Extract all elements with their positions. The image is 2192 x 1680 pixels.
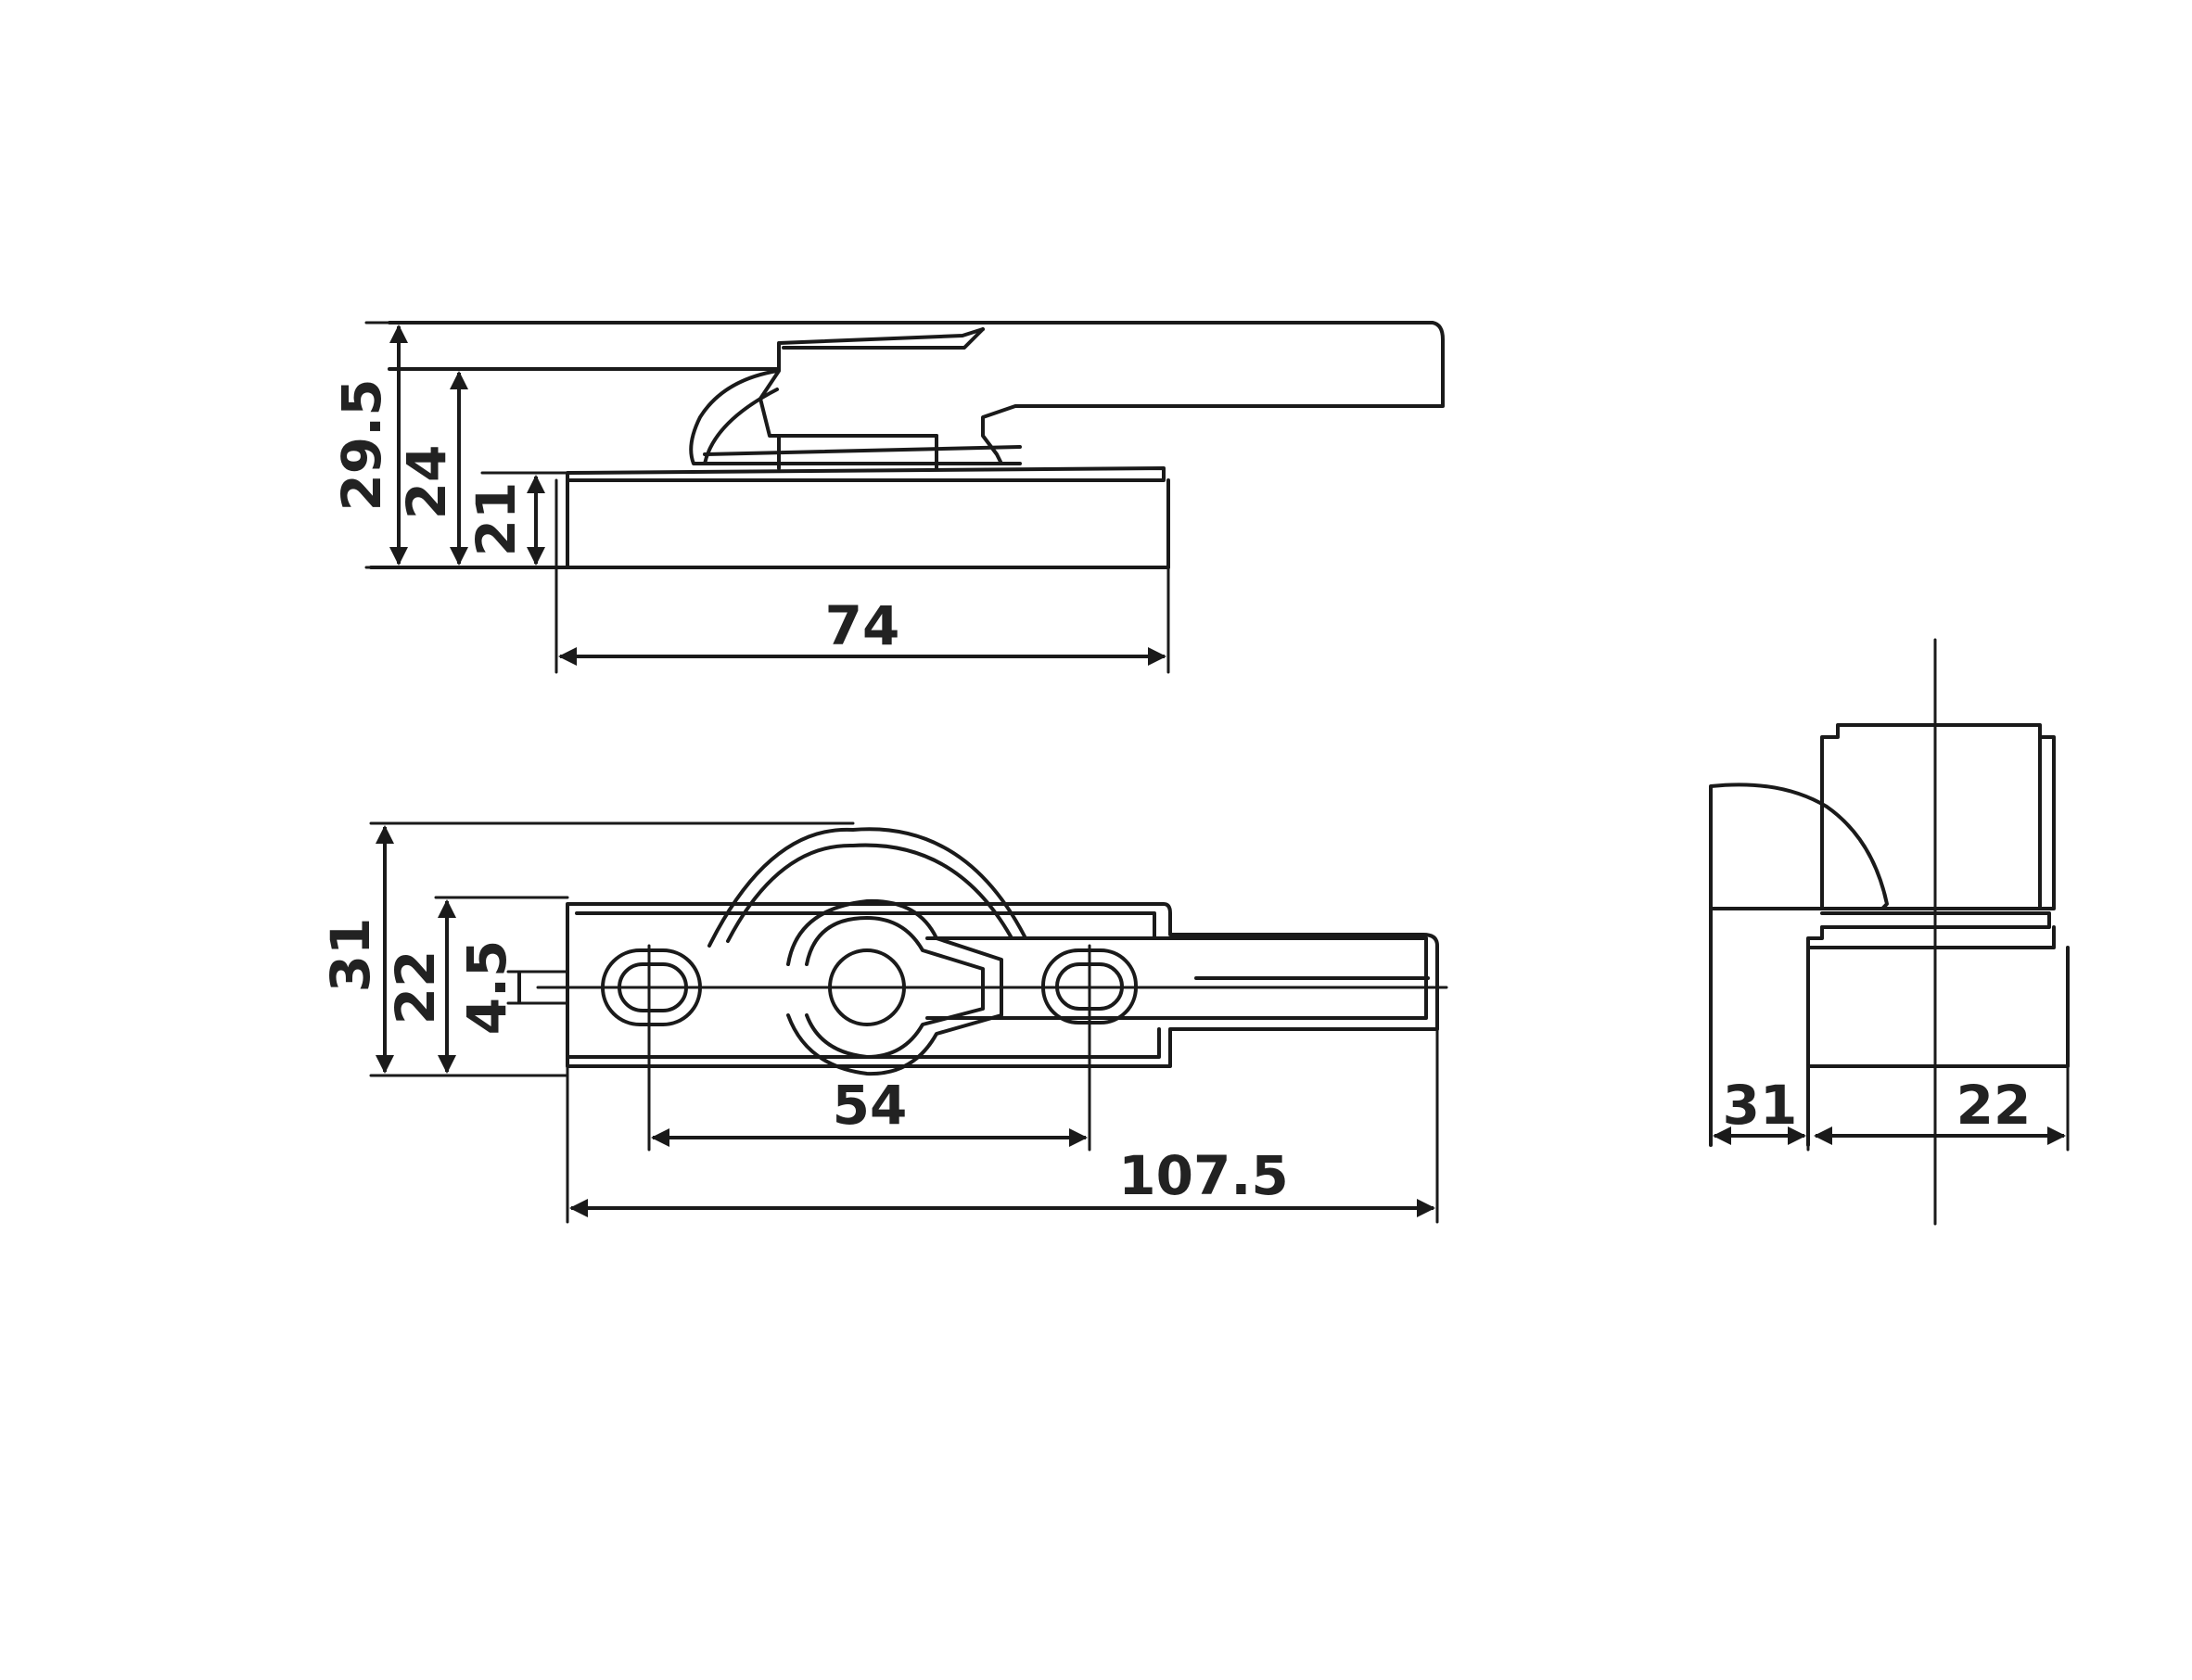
dim-end-left-width: 31 (1723, 1074, 1798, 1137)
top-view (536, 827, 1448, 1076)
dim-base-length: 74 (825, 594, 900, 657)
dim-end-right-width: 22 (1956, 1074, 2032, 1137)
dim-hole-spacing: 54 (833, 1074, 908, 1137)
side-view-dimensions: 29.5 24 21 74 (330, 321, 1170, 674)
dim-handle-height: 24 (395, 445, 458, 520)
top-view-dimensions: 31 22 4.5 54 107.5 (319, 821, 1439, 1224)
dim-body-width: 22 (384, 950, 447, 1025)
end-view (1709, 638, 2070, 1226)
dim-overall-width: 31 (319, 918, 382, 993)
dim-overall-height: 29.5 (330, 378, 393, 511)
side-view (369, 321, 1445, 569)
dim-slot-width: 4.5 (455, 940, 518, 1036)
dim-base-height: 21 (465, 482, 528, 557)
end-view-dimensions: 31 22 (1713, 1064, 2070, 1152)
dim-overall-length: 107.5 (1118, 1144, 1288, 1207)
